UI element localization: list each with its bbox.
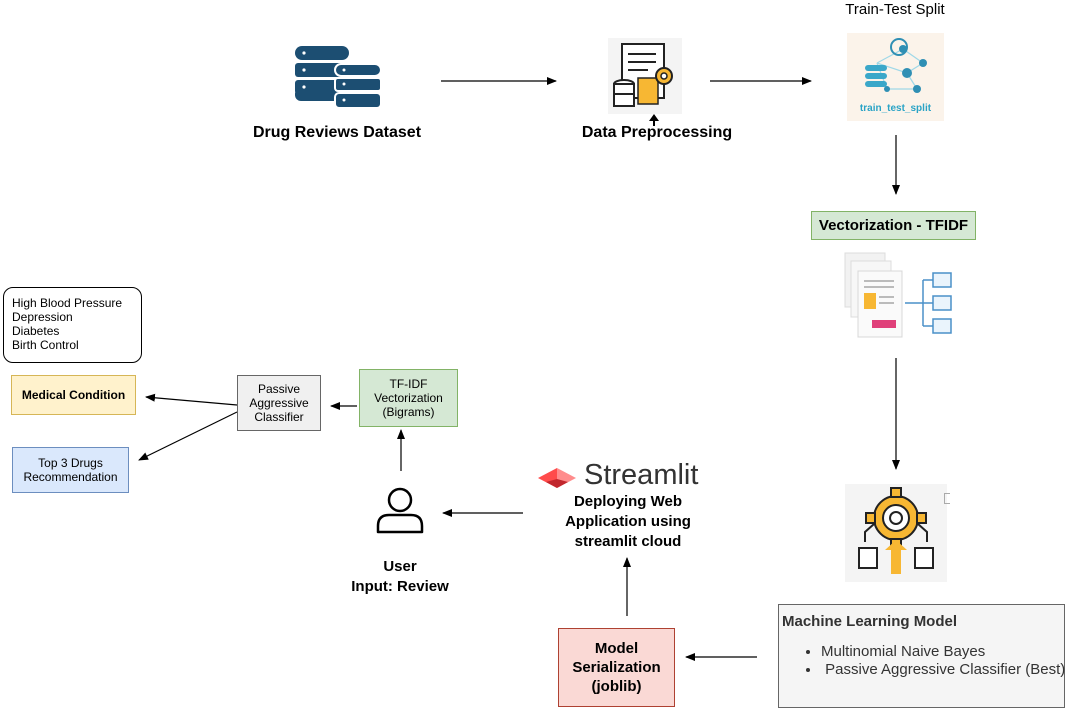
preprocessing-label: Data Preprocessing <box>581 124 733 141</box>
serialization-line: Model <box>594 640 639 657</box>
condition-item: Diabetes <box>12 324 60 338</box>
streamlit-line: streamlit cloud <box>574 533 682 550</box>
medical-condition-label: Medical Condition <box>21 388 126 402</box>
cursor-icon <box>648 113 660 127</box>
condition-item: Birth Control <box>12 338 79 352</box>
ml-model-list: Multinomial Naive Bayes Passive Aggressi… <box>779 643 1065 679</box>
arrow-classifier-to-top3 <box>138 411 238 461</box>
user-icon <box>375 484 425 534</box>
arrow-classifier-to-condition <box>145 393 238 406</box>
top3-box: Top 3 Drugs Recommendation <box>12 447 129 493</box>
split-image-text: train_test_split <box>859 103 932 114</box>
medical-condition-box: Medical Condition <box>11 375 136 415</box>
split-title: Train-Test Split <box>845 1 945 18</box>
database-icon <box>295 44 383 110</box>
streamlit-description: Deploying Web Application using streamli… <box>542 492 714 552</box>
network-split-icon <box>847 33 944 121</box>
gear-model-icon <box>845 484 947 582</box>
image-border-mark <box>944 493 950 504</box>
top3-line: Recommendation <box>23 470 118 484</box>
tfidf-bigrams-box: TF-IDF Vectorization (Bigrams) <box>359 369 458 427</box>
ml-model-box: Machine Learning Model Multinomial Naive… <box>778 604 1065 708</box>
condition-item: High Blood Pressure <box>12 296 123 310</box>
tfidf-line: Vectorization <box>374 391 443 405</box>
user-line: Input: Review <box>351 578 449 595</box>
ml-model-item: Passive Aggressive Classifier (Best) <box>821 661 1065 679</box>
vectorization-box: Vectorization - TFIDF <box>811 211 976 240</box>
classifier-box: Passive Aggressive Classifier <box>237 375 321 431</box>
dataset-label: Drug Reviews Dataset <box>252 124 422 141</box>
serialization-line: Serialization <box>572 659 661 676</box>
document-hierarchy-icon <box>841 251 954 342</box>
vectorization-label: Vectorization - TFIDF <box>818 216 969 234</box>
streamlit-logo-text: Streamlit <box>584 459 699 491</box>
conditions-box: High Blood Pressure Depression Diabetes … <box>3 287 142 363</box>
top3-line: Top 3 Drugs <box>38 456 103 470</box>
ml-model-item: Multinomial Naive Bayes <box>821 643 1065 661</box>
classifier-line: Passive <box>257 382 301 396</box>
classifier-line: Classifier <box>254 410 304 424</box>
user-label: User Input: Review <box>320 557 480 597</box>
condition-item: Depression <box>12 310 73 324</box>
serialization-line: (joblib) <box>591 678 642 695</box>
streamlit-line: Deploying Web <box>573 493 683 510</box>
streamlit-logo-icon <box>536 466 578 490</box>
serialization-box: Model Serialization (joblib) <box>558 628 675 707</box>
ml-model-title: Machine Learning Model <box>782 613 958 630</box>
tfidf-line: (Bigrams) <box>382 405 435 419</box>
streamlit-line: Application using <box>565 513 691 530</box>
tfidf-line: TF-IDF <box>389 377 428 391</box>
user-line: User <box>383 558 417 575</box>
data-processing-icon <box>608 38 682 114</box>
classifier-line: Aggressive <box>249 396 309 410</box>
